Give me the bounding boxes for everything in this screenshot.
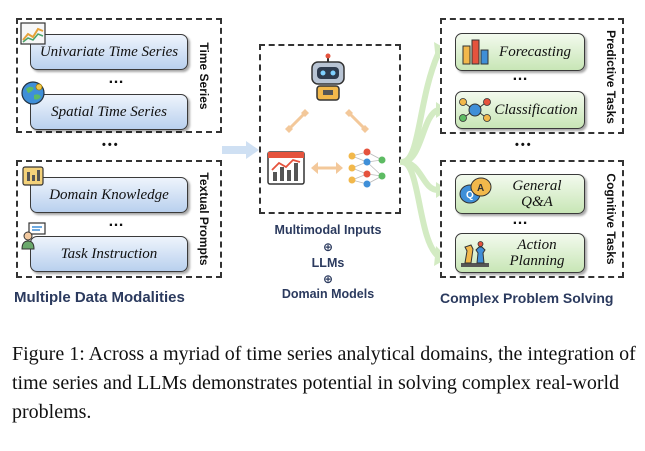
qa-chat-icon: Q A: [459, 177, 492, 204]
input-arrow: [222, 141, 259, 159]
center-plus-1: ⊕: [322, 240, 334, 254]
right-between-dots: •••: [515, 139, 533, 151]
double-arrow-horizontal-icon: [311, 162, 343, 174]
time-series-ellipsis: …: [108, 70, 126, 87]
predictive-tasks-side-label: Predictive Tasks: [604, 30, 618, 124]
output-flow-arrows: [400, 42, 448, 266]
classification-label: Classification: [494, 102, 578, 118]
robot-icon: [311, 53, 345, 101]
line-chart-icon: [20, 22, 46, 45]
right-section-title: Complex Problem Solving: [440, 290, 614, 306]
general-qa-line2: Q&A: [521, 194, 553, 210]
textual-prompts-ellipsis: …: [108, 213, 126, 230]
center-line-multimodal: Multimodal Inputs: [274, 223, 382, 237]
cognitive-ellipsis: …: [512, 211, 530, 228]
general-qa-label: General Q&A: [456, 178, 584, 210]
action-planning-line1: Action: [517, 237, 557, 253]
task-instruction-label: Task Instruction: [60, 245, 158, 262]
spatial-time-series-pill: Spatial Time Series: [30, 94, 188, 130]
action-planning-label: Action Planning: [456, 237, 584, 269]
instructor-icon: [21, 222, 46, 250]
left-section-title: Multiple Data Modalities: [14, 289, 185, 306]
general-qa-line1: General: [512, 178, 562, 194]
action-planning-line2: Planning: [509, 253, 565, 269]
domain-knowledge-pill: Domain Knowledge: [30, 177, 188, 213]
forecasting-label: Forecasting: [499, 44, 571, 60]
center-line-domain-models: Domain Models: [281, 287, 375, 301]
task-instruction-pill: Task Instruction: [30, 236, 188, 272]
globe-icon: [21, 81, 45, 105]
univariate-time-series-pill: Univariate Time Series: [30, 34, 188, 70]
neural-network-icon: [348, 148, 386, 188]
time-series-side-label: Time Series: [197, 42, 211, 110]
forecasting-icon: [462, 39, 489, 65]
svg-text:Q: Q: [466, 190, 474, 201]
spatial-time-series-label: Spatial Time Series: [51, 103, 167, 120]
bidirectional-arrow-left-icon: [285, 109, 309, 133]
knowledge-icon: [22, 166, 44, 186]
chess-planning-icon: [461, 241, 489, 267]
center-line-llms: LLMs: [311, 256, 345, 270]
textual-prompts-side-label: Textual Prompts: [197, 172, 211, 266]
analytics-chart-icon: [267, 151, 305, 185]
figure-caption: Figure 1: Across a myriad of time series…: [12, 343, 636, 423]
univariate-time-series-label: Univariate Time Series: [39, 43, 179, 60]
cognitive-tasks-side-label: Cognitive Tasks: [604, 173, 618, 265]
predictive-ellipsis: …: [512, 67, 530, 84]
left-between-dots: •••: [102, 139, 120, 151]
svg-text:A: A: [477, 183, 484, 194]
domain-knowledge-label: Domain Knowledge: [49, 186, 169, 203]
bidirectional-arrow-right-icon: [345, 109, 369, 133]
classification-icon: [459, 98, 491, 122]
center-plus-2: ⊕: [322, 272, 334, 286]
